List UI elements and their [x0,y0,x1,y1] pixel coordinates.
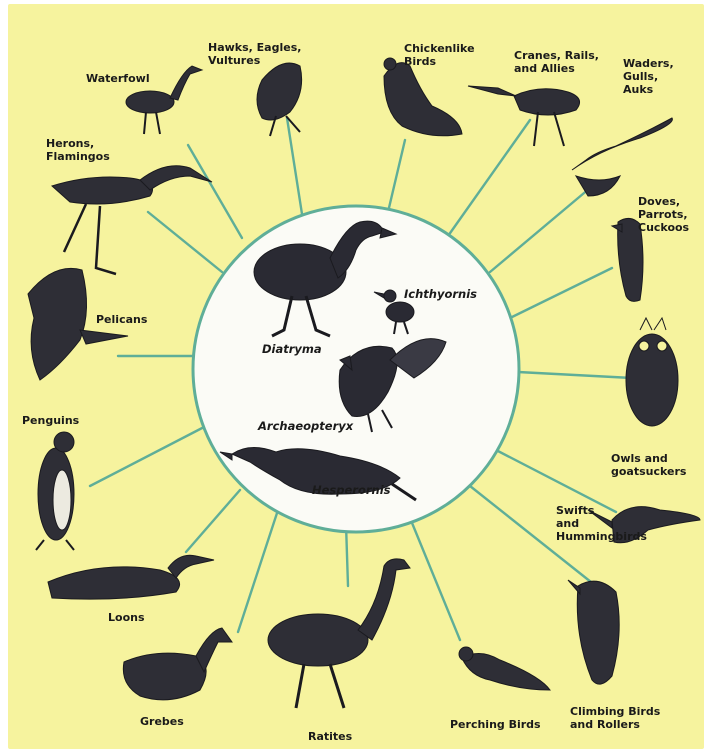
connector-doves [510,268,612,318]
label-ratites: Ratites [308,730,352,743]
label-diatryma: Diatryma [262,343,322,356]
label-swifts: Swifts and Hummingbirds [556,504,647,543]
penguin-illustration [36,432,74,550]
grebe-illustration [123,628,232,700]
heron-illustration [52,166,212,274]
label-hawks: Hawks, Eagles, Vultures [208,41,301,67]
label-grebes: Grebes [140,715,184,728]
label-doves: Doves, Parrots, Cuckoos [638,195,689,234]
loon-illustration [48,555,214,599]
connector-waders [490,188,590,272]
climbing-bird-illustration [568,580,619,684]
connector-swifts [496,450,616,512]
label-herons: Herons, Flamingos [46,137,110,163]
gull-illustration [572,118,672,196]
connector-perching [410,518,460,640]
connector-ratites [346,524,348,586]
label-cranes: Cranes, Rails, and Allies [514,49,599,75]
connector-loons [186,490,240,552]
connector-owls [518,372,632,378]
label-ichthyornis: Ichthyornis [404,288,477,301]
crane-illustration [468,86,580,146]
label-climbing: Climbing Birds and Rollers [570,705,660,731]
label-perching: Perching Birds [450,718,541,731]
label-hesperornis: Hesperornis [312,484,391,497]
connector-grebes [238,510,278,632]
hawk-illustration [257,63,302,136]
label-loons: Loons [108,611,145,624]
chickenlike-illustration [384,58,462,136]
label-archaeopteryx: Archaeopteryx [258,420,353,433]
connector-cranes [448,120,530,236]
owl-illustration [626,318,678,426]
label-waders: Waders, Gulls, Auks [623,57,674,96]
connector-herons [148,212,222,272]
label-owls: Owls and goatsuckers [611,452,686,478]
label-chickenlike: Chickenlike Birds [404,42,475,68]
perching-bird-illustration [459,647,550,690]
connector-hawks [287,118,302,214]
connector-waterfowl [188,145,242,238]
connector-penguins [90,426,206,486]
connector-chickenlike [388,140,405,212]
label-waterfowl: Waterfowl [86,72,150,85]
label-pelicans: Pelicans [96,313,147,326]
label-penguins: Penguins [22,414,79,427]
ostrich-illustration [268,559,410,708]
